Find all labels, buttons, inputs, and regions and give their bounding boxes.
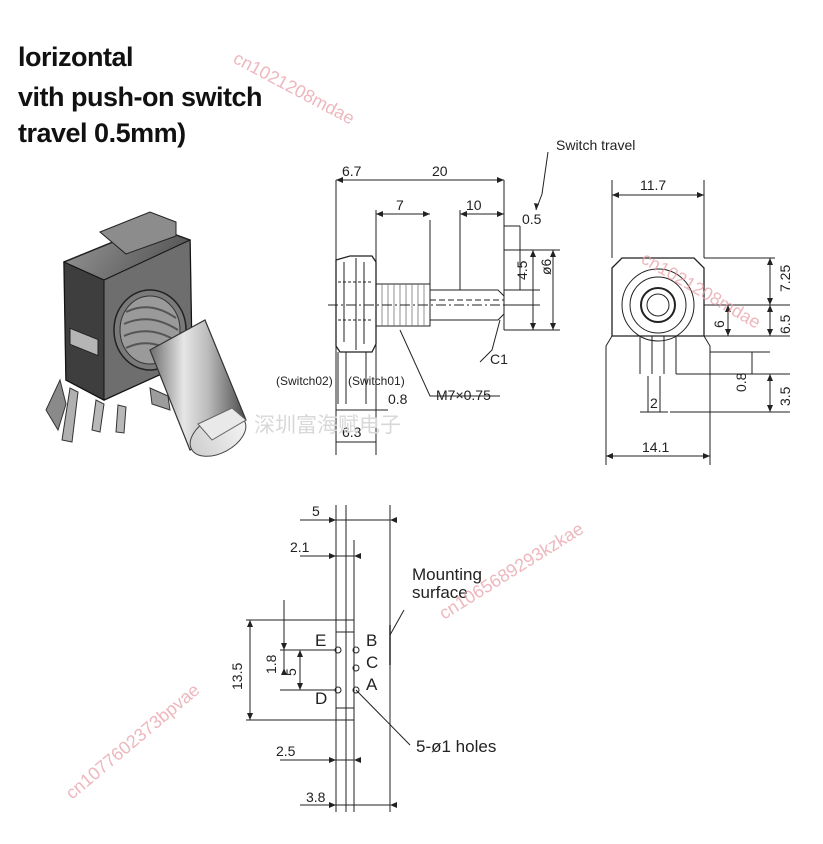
- watermark-bottom-left: cn1077602373bpvae: [62, 680, 204, 803]
- switch02-label: (Switch02): [276, 374, 333, 388]
- dim-2-1: 2.1: [290, 539, 310, 555]
- title-line-1: lorizontal: [18, 42, 134, 72]
- footprint-arrows: [247, 517, 397, 808]
- dim-2: 2: [650, 395, 658, 411]
- mounting-surface-line2: surface: [412, 583, 468, 602]
- switch-travel-label: Switch travel: [556, 137, 635, 153]
- switch01-label: (Switch01): [348, 374, 405, 388]
- dim-6-3: 6.3: [342, 424, 362, 440]
- dim-phi6: ø6: [538, 258, 554, 275]
- dim-3-5: 3.5: [777, 386, 793, 406]
- dim-6-5: 6.5: [777, 314, 793, 334]
- front-view-arrows: [606, 192, 773, 459]
- front-view-drawing: [605, 180, 790, 465]
- dim-6-7: 6.7: [342, 163, 362, 179]
- dim-20: 20: [432, 163, 448, 179]
- pin-a: A: [366, 675, 378, 694]
- dim-14-1: 14.1: [642, 439, 669, 455]
- chamfer-c1: C1: [490, 351, 508, 367]
- dim-13-5: 13.5: [229, 663, 245, 690]
- watermark-top: cn1021208mdae: [230, 48, 358, 129]
- footprint-holes: [334, 646, 360, 694]
- mounting-surface-line1: Mounting: [412, 565, 482, 584]
- pin-c: C: [366, 653, 378, 672]
- holes-label: 5-ø1 holes: [416, 737, 496, 756]
- dim-2-5: 2.5: [276, 743, 296, 759]
- title-line-3: travel 0.5mm): [18, 118, 186, 148]
- dim-4-5: 4.5: [514, 260, 530, 280]
- thread-spec: M7×0.75: [436, 387, 491, 403]
- dim-5-top: 5: [312, 503, 320, 519]
- dim-0-5-travel: 0.5: [522, 211, 542, 227]
- dim-10: 10: [466, 197, 482, 213]
- dim-3-8: 3.8: [306, 789, 326, 805]
- dim-1-8: 1.8: [263, 654, 279, 674]
- side-view-drawing: [328, 151, 560, 455]
- footprint-drawing: [246, 505, 411, 812]
- dim-11-7: 11.7: [640, 177, 666, 193]
- pin-b: B: [366, 631, 377, 650]
- dim-5-side: 5: [283, 668, 299, 676]
- pin-e: E: [315, 631, 326, 650]
- dim-7-25: 7.25: [777, 265, 793, 292]
- dim-6: 6: [711, 320, 727, 328]
- dim-0-8-side: 0.8: [388, 391, 408, 407]
- watermark-chinese: 深圳富海赋电子: [254, 414, 401, 437]
- side-view-arrows: [336, 177, 556, 330]
- title-line-2: vith push-on switch: [18, 82, 263, 112]
- dim-7: 7: [396, 197, 404, 213]
- encoder-photo: [45, 211, 247, 457]
- dim-0-8-front: 0.8: [733, 372, 749, 392]
- watermark-right: cn1021208mdae: [638, 248, 764, 332]
- pin-d: D: [315, 689, 327, 708]
